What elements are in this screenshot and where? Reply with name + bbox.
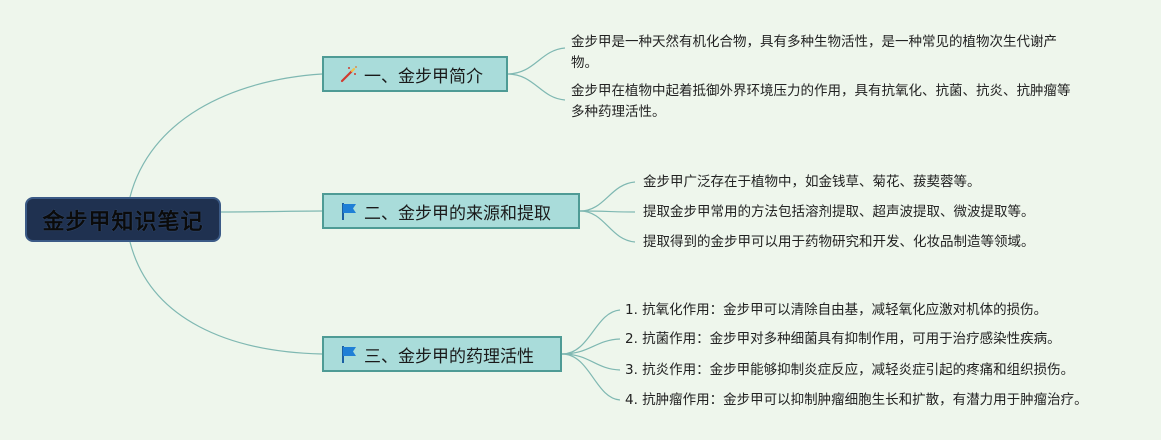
- connector-root-branch-2: [220, 210, 323, 213]
- branch-label: 一、金步甲简介: [364, 66, 483, 87]
- connector-b2-leaf-1: [579, 181, 636, 212]
- branch-node-pharmacology[interactable]: 三、金步甲的药理活性: [322, 336, 562, 372]
- branch-label: 三、金步甲的药理活性: [364, 346, 534, 367]
- leaf-source-2: 提取金步甲常用的方法包括溶剂提取、超声波提取、微波提取等。: [643, 204, 1035, 220]
- leaf-source-3: 提取得到的金步甲可以用于药物研究和开发、化妆品制造等领域。: [643, 234, 1035, 250]
- root-node[interactable]: 金步甲知识笔记: [25, 197, 221, 242]
- flag-icon: [338, 200, 360, 222]
- leaf-pharma-2: 2. 抗菌作用：金步甲对多种细菌具有抑制作用，可用于治疗感染性疾病。: [625, 331, 1061, 347]
- root-label: 金步甲知识笔记: [42, 209, 204, 235]
- connector-b3-leaf-2: [561, 338, 621, 355]
- leaf-intro-2: 金步甲在植物中起着抵御外界环境压力的作用，具有抗氧化、抗菌、抗炎、抗肿瘤等多种药…: [571, 83, 1071, 120]
- branch-label: 二、金步甲的来源和提取: [364, 203, 551, 224]
- leaf-pharma-4: 4. 抗肿瘤作用：金步甲可以抑制肿瘤细胞生长和扩散，有潜力用于肿瘤治疗。: [625, 392, 1088, 408]
- connector-b1-leaf-1: [506, 47, 566, 75]
- connector-b1-leaf-2: [506, 73, 566, 101]
- connector-b3-leaf-1: [561, 309, 621, 355]
- leaf-pharma-3: 3. 抗炎作用：金步甲能够抑制炎症反应，减轻炎症引起的疼痛和组织损伤。: [625, 362, 1075, 378]
- leaf-pharma-1: 1. 抗氧化作用：金步甲可以清除自由基，减轻氧化应激对机体的损伤。: [625, 302, 1048, 318]
- connector-root-branch-1: [129, 73, 323, 198]
- flag-icon: [338, 343, 360, 365]
- leaf-intro-1: 金步甲是一种天然有机化合物，具有多种生物活性，是一种常见的植物次生代谢产物。: [571, 34, 1057, 71]
- leaf-source-1: 金步甲广泛存在于植物中，如金钱草、菊花、菝葜蓉等。: [643, 174, 981, 190]
- magic-wand-icon: [338, 63, 360, 85]
- connector-b3-leaf-3: [561, 353, 621, 371]
- branch-node-intro[interactable]: 一、金步甲简介: [322, 56, 508, 92]
- connector-b2-leaf-3: [579, 210, 636, 243]
- connector-b3-leaf-4: [561, 353, 621, 401]
- connector-root-branch-3: [129, 241, 323, 355]
- branch-node-source[interactable]: 二、金步甲的来源和提取: [322, 193, 580, 229]
